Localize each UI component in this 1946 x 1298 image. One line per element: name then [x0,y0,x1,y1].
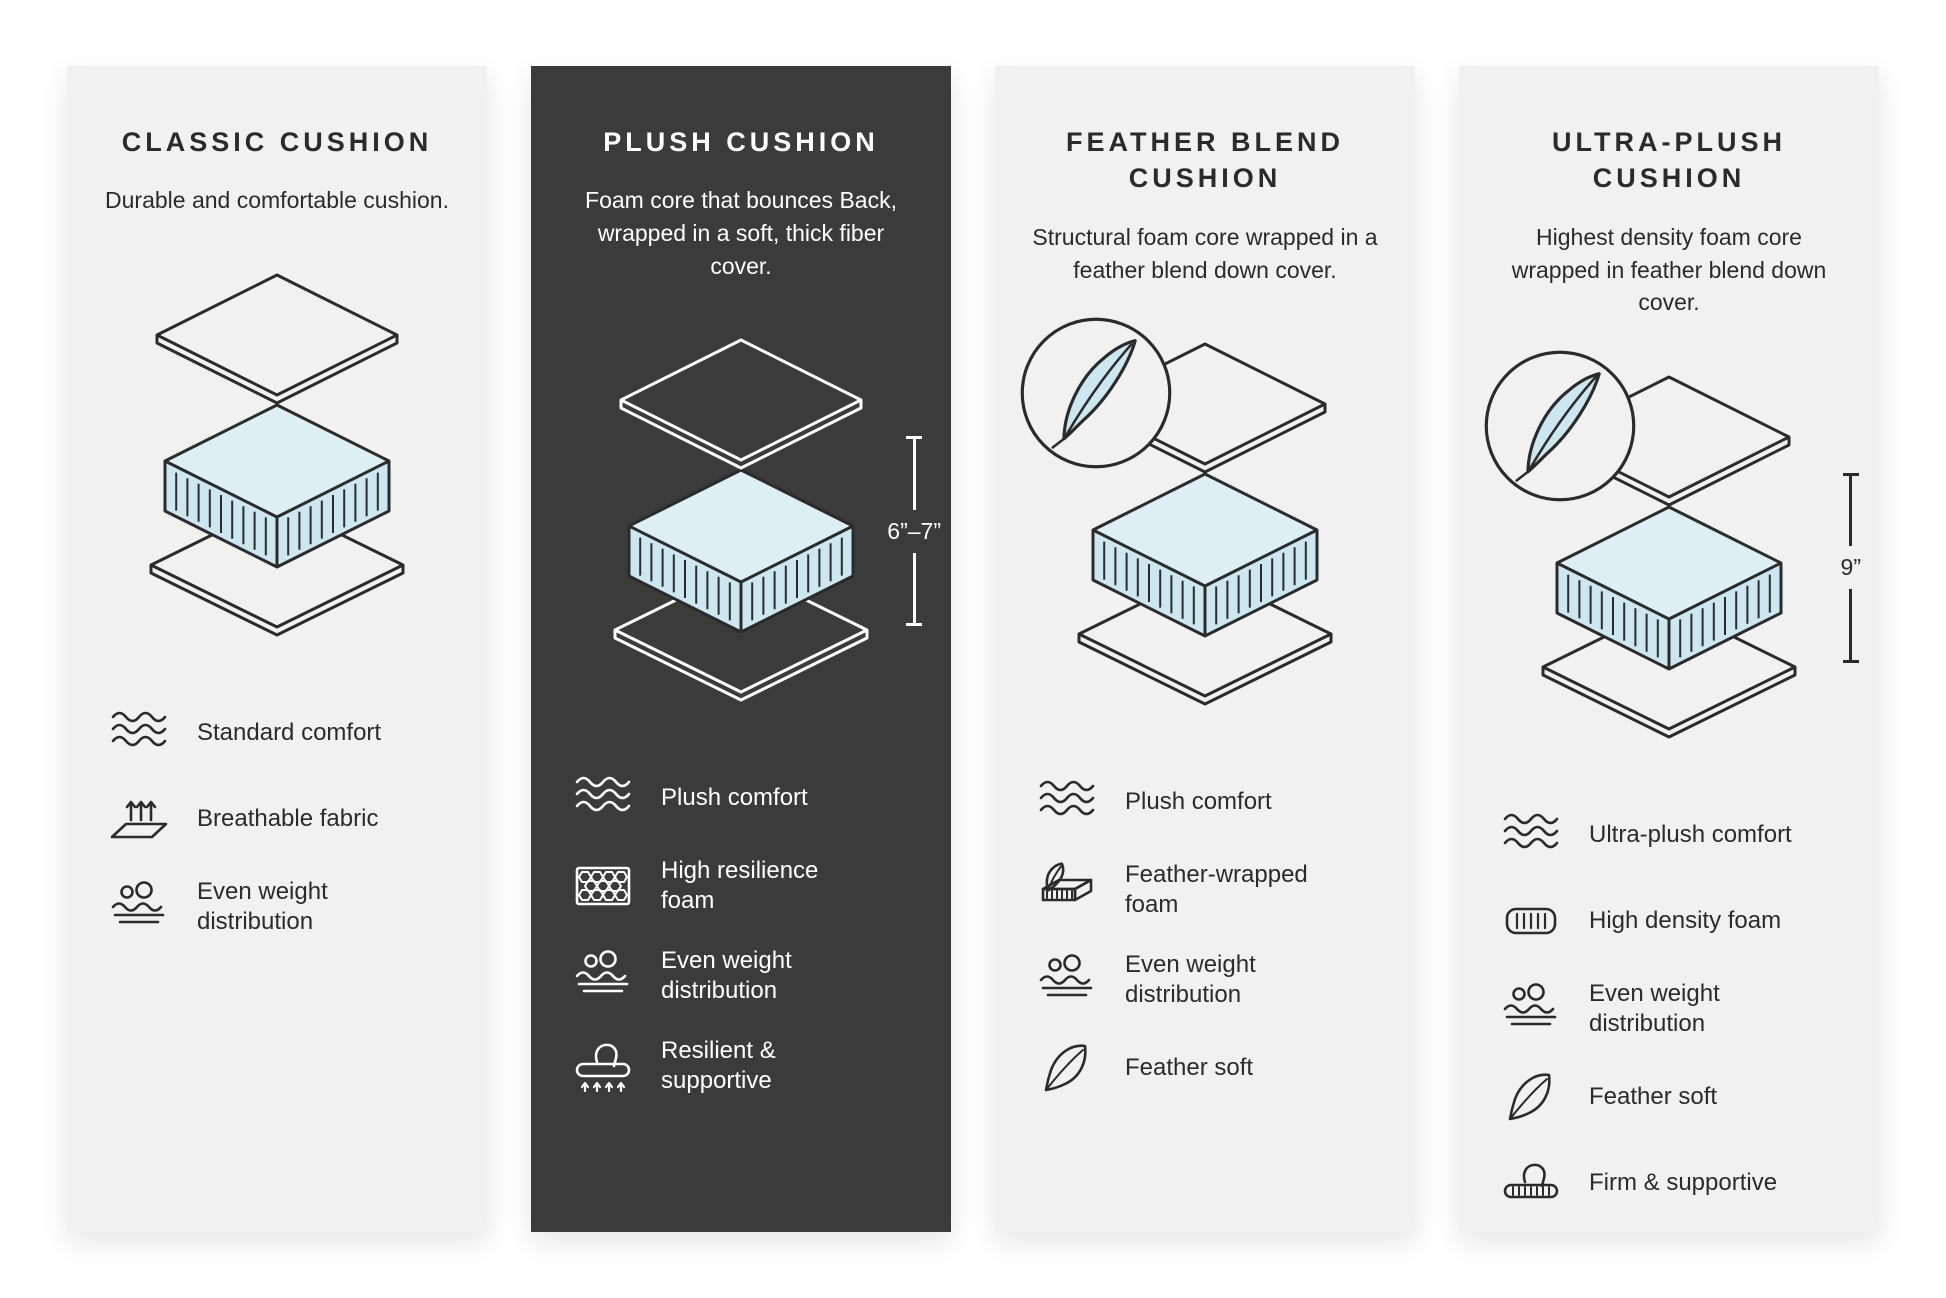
feature-row: Standard comfort [107,705,453,761]
height-label: 9” [1840,554,1861,581]
panel-ultra-plush-cushion: ULTRA-PLUSH CUSHION Highest density foam… [1459,66,1879,1232]
panel-title: CLASSIC CUSHION [121,127,433,157]
weight-distribution-icon [1499,981,1563,1037]
feature-label: Plush comfort [661,784,808,812]
feature-label: Firm & supportive [1589,1168,1778,1196]
wave-comfort-icon [1035,774,1099,830]
feature-label: Ultra-plush comfort [1589,820,1792,848]
height-marker-cap [906,623,923,627]
feather-icon [1035,1040,1099,1096]
feather-badge-icon [1020,317,1172,469]
feature-label: Standard comfort [197,719,382,747]
feature-row: Resilient & supportive [571,1036,917,1096]
panel-description: Durable and comfortable cushion. [105,187,449,214]
feature-row: Breathable fabric [107,791,453,847]
feature-row: Plush comfort [1035,774,1381,830]
cushion-illustration [127,271,427,641]
weight-distribution-icon [1035,952,1099,1008]
height-marker-line [1849,475,1853,547]
height-label: 6”–7” [887,517,941,544]
panel-feather-blend-cushion: FEATHER BLEND CUSHION Structural foam co… [995,66,1415,1232]
panel-title: PLUSH CUSHION [603,127,879,157]
breathable-fabric-icon [107,791,171,847]
feature-label: Even weight distribution [1125,951,1256,1009]
height-marker: 9” [1840,472,1861,663]
feature-row: Feather-wrapped foam [1035,860,1381,920]
panel-plush-cushion: PLUSH CUSHION Foam core that bounces Bac… [531,66,951,1232]
feature-label: Feather soft [1589,1082,1718,1110]
feature-row: Plush comfort [571,770,917,826]
feature-row: Ultra-plush comfort [1499,807,1845,863]
feature-label: Feather-wrapped foam [1125,861,1308,919]
feature-label: Even weight distribution [197,878,328,936]
feature-row: Even weight distribution [1035,950,1381,1010]
feature-row: Even weight distribution [107,877,453,937]
feature-row: Feather soft [1499,1069,1845,1125]
height-marker: 6”–7” [887,436,941,627]
weight-distribution-icon [107,879,171,935]
height-marker-line [912,439,916,510]
feature-list: Plush comfort Feather-wrapped foam Even … [1029,774,1381,1096]
firm-supportive-icon [1499,1155,1563,1211]
wave-comfort-icon [1499,807,1563,863]
wave-comfort-icon [107,705,171,761]
feature-label: Even weight distribution [1589,979,1720,1037]
feature-row: Firm & supportive [1499,1155,1845,1211]
height-marker-cap [1842,659,1859,663]
feature-label: Resilient & supportive [661,1037,776,1095]
height-marker-line [1849,589,1853,660]
cushion-illustration: 9” [1484,350,1861,743]
feature-row: High resilience foam [571,856,917,916]
feature-label: Plush comfort [1125,788,1272,816]
height-marker-cap [906,436,923,440]
panel-title: ULTRA-PLUSH CUSHION [1552,127,1786,194]
resilient-supportive-icon [571,1038,635,1094]
feather-wrapped-foam-icon [1035,862,1099,918]
feature-row: High density foam [1499,893,1845,949]
panel-title: FEATHER BLEND CUSHION [1066,127,1344,194]
density-foam-icon [1499,893,1563,949]
panel-description: Foam core that bounces Back, wrapped in … [585,187,897,279]
panel-description: Structural foam core wrapped in a feathe… [1032,223,1378,283]
height-marker-line [912,552,916,624]
feature-label: Even weight distribution [661,947,792,1005]
feature-list: Ultra-plush comfort High density foam Ev… [1493,807,1845,1211]
cushion-illustration [1020,317,1355,710]
feature-row: Feather soft [1035,1040,1381,1096]
feature-list: Standard comfort Breathable fabric Even … [101,705,453,937]
feather-icon [1499,1069,1563,1125]
feature-row: Even weight distribution [571,946,917,1006]
cushion-layers-diagram [613,338,869,702]
weight-distribution-icon [571,948,635,1004]
panel-description: Highest density foam core wrapped in fea… [1511,223,1827,316]
feature-list: Plush comfort High resilience foam Even … [565,770,917,1096]
cushion-illustration: 6”–7” [591,336,941,706]
wave-comfort-icon [571,770,635,826]
feather-badge-icon [1484,350,1636,502]
feature-row: Even weight distribution [1499,979,1845,1039]
height-marker-cap [1842,472,1859,476]
feature-label: Feather soft [1125,1054,1254,1082]
panel-classic-cushion: CLASSIC CUSHION Durable and comfortable … [67,66,487,1232]
feature-label: High density foam [1589,906,1782,934]
cushion-layers-diagram [149,273,405,637]
resilience-foam-icon [571,858,635,914]
feature-label: Breathable fabric [197,805,379,833]
feature-label: High resilience foam [661,857,819,915]
